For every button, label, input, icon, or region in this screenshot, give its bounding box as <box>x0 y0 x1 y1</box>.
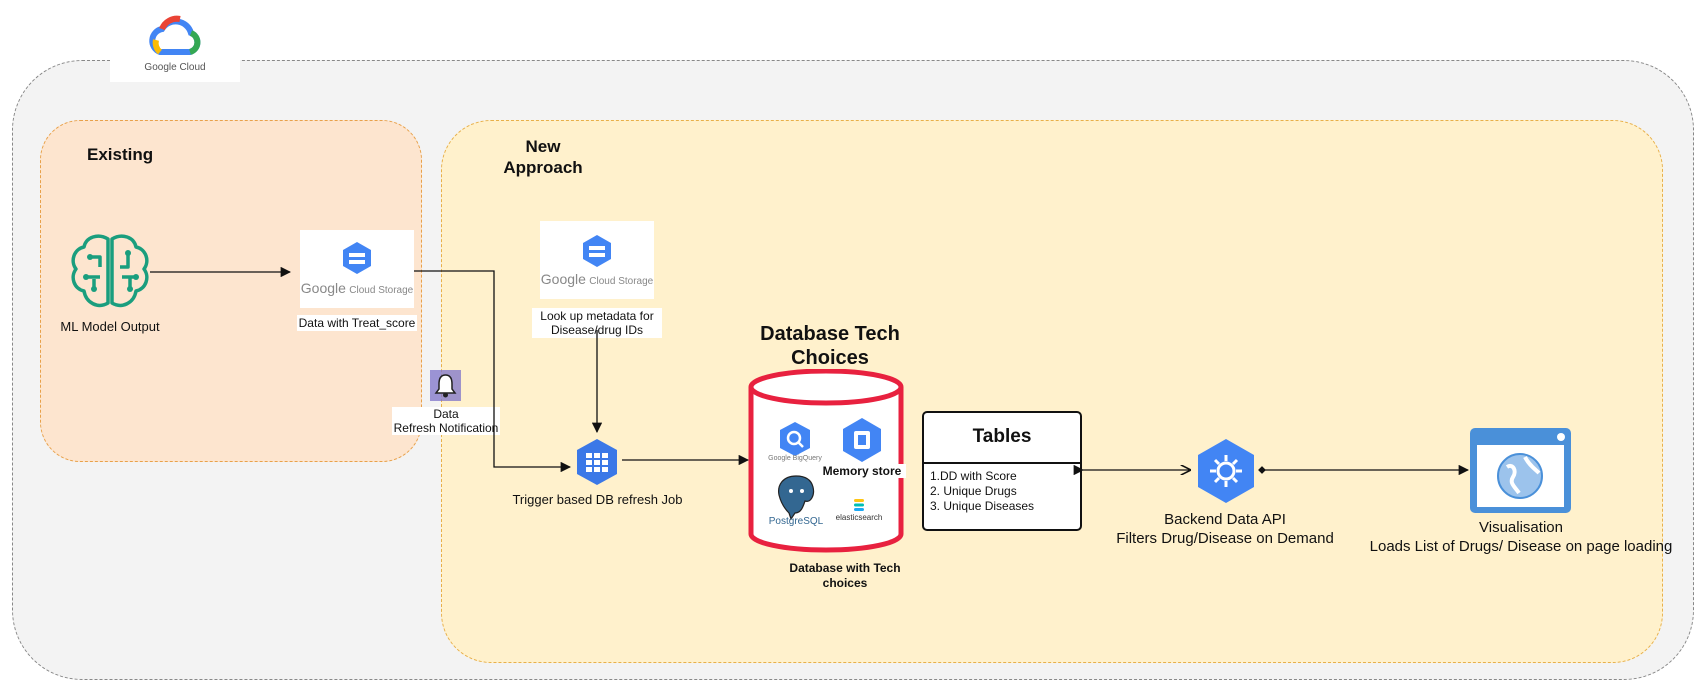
cloud-storage-brand: Google Cloud Storage <box>300 280 414 296</box>
new-approach-region <box>441 120 1663 663</box>
tables-box: Tables 1.DD with Score 2. Unique Drugs 3… <box>922 411 1082 531</box>
elasticsearch-icon <box>854 499 864 511</box>
notification-label: Data Refresh Notification <box>392 407 500 435</box>
postgresql-label: PostgreSQL <box>768 516 824 527</box>
new-approach-title-line2: Approach <box>503 158 583 177</box>
visualisation-browser-icon <box>1470 428 1571 513</box>
bigquery-icon <box>780 422 810 456</box>
cloud-storage-label: Data with Treat_score <box>297 315 417 331</box>
db-title-line2: Choices <box>791 347 869 369</box>
memorystore-icon <box>843 418 881 462</box>
lookup-storage-brand-rest: Cloud Storage <box>589 276 654 287</box>
tables-item: 3. Unique Diseases <box>930 499 1035 513</box>
tables-item: 2. Unique Drugs <box>930 484 1017 498</box>
bell-icon <box>430 370 461 401</box>
storage-to-job-arrow <box>414 270 572 473</box>
cloud-storage-brand-google: Google <box>300 280 346 296</box>
new-approach-title-line1: New <box>525 137 561 156</box>
visualisation-line1: Visualisation <box>1479 519 1563 536</box>
backend-api-label: Backend Data API Filters Drug/Disease on… <box>1095 510 1355 548</box>
backend-api-line1: Backend Data API <box>1164 511 1286 528</box>
tables-item: 1.DD with Score <box>930 469 1017 483</box>
lookup-storage-brand: Google Cloud Storage <box>540 271 654 287</box>
refresh-job-label: Trigger based DB refresh Job <box>512 492 683 507</box>
backend-api-line2: Filters Drug/Disease on Demand <box>1116 530 1334 547</box>
db-caption-line1: Database with Tech <box>789 561 901 575</box>
backend-api-icon <box>1198 439 1254 503</box>
tables-list: 1.DD with Score 2. Unique Drugs 3. Uniqu… <box>930 469 1034 514</box>
notification-line1: Data <box>433 407 459 421</box>
google-cloud-logo-text: Google Cloud <box>144 62 206 73</box>
ml-brain-icon <box>71 234 149 308</box>
google-cloud-logo-icon <box>149 15 201 55</box>
ml-output-label: ML Model Output <box>60 319 160 334</box>
lookup-storage-brand-google: Google <box>540 271 586 287</box>
db-caption: Database with Tech choices <box>775 561 915 591</box>
db-title-line1: Database Tech <box>760 323 900 345</box>
lookup-storage-icon <box>583 235 611 267</box>
cloud-storage-card <box>300 230 414 308</box>
elasticsearch-label: elasticsearch <box>835 513 883 522</box>
postgresql-icon <box>778 475 815 521</box>
notification-line2: Refresh Notification <box>393 421 499 435</box>
new-approach-title: New Approach <box>503 136 583 178</box>
lookup-line1: Look up metadata for <box>540 309 654 323</box>
db-caption-line2: choices <box>822 576 868 590</box>
google-cloud-logo-card <box>110 8 240 82</box>
cloud-storage-icon <box>343 242 371 274</box>
tables-title: Tables <box>972 426 1032 447</box>
refresh-job-icon <box>577 439 617 485</box>
bigquery-label: Google BigQuery <box>768 455 822 462</box>
db-title: Database Tech Choices <box>745 322 915 370</box>
visualisation-label: Visualisation Loads List of Drugs/ Disea… <box>1360 518 1682 556</box>
cloud-storage-brand-rest: Cloud Storage <box>349 285 414 296</box>
memorystore-label: Memory store <box>818 464 906 478</box>
tables-divider <box>924 462 1080 464</box>
visualisation-line2: Loads List of Drugs/ Disease on page loa… <box>1369 538 1673 555</box>
lookup-storage-card <box>540 221 654 299</box>
existing-title: Existing <box>87 145 154 164</box>
